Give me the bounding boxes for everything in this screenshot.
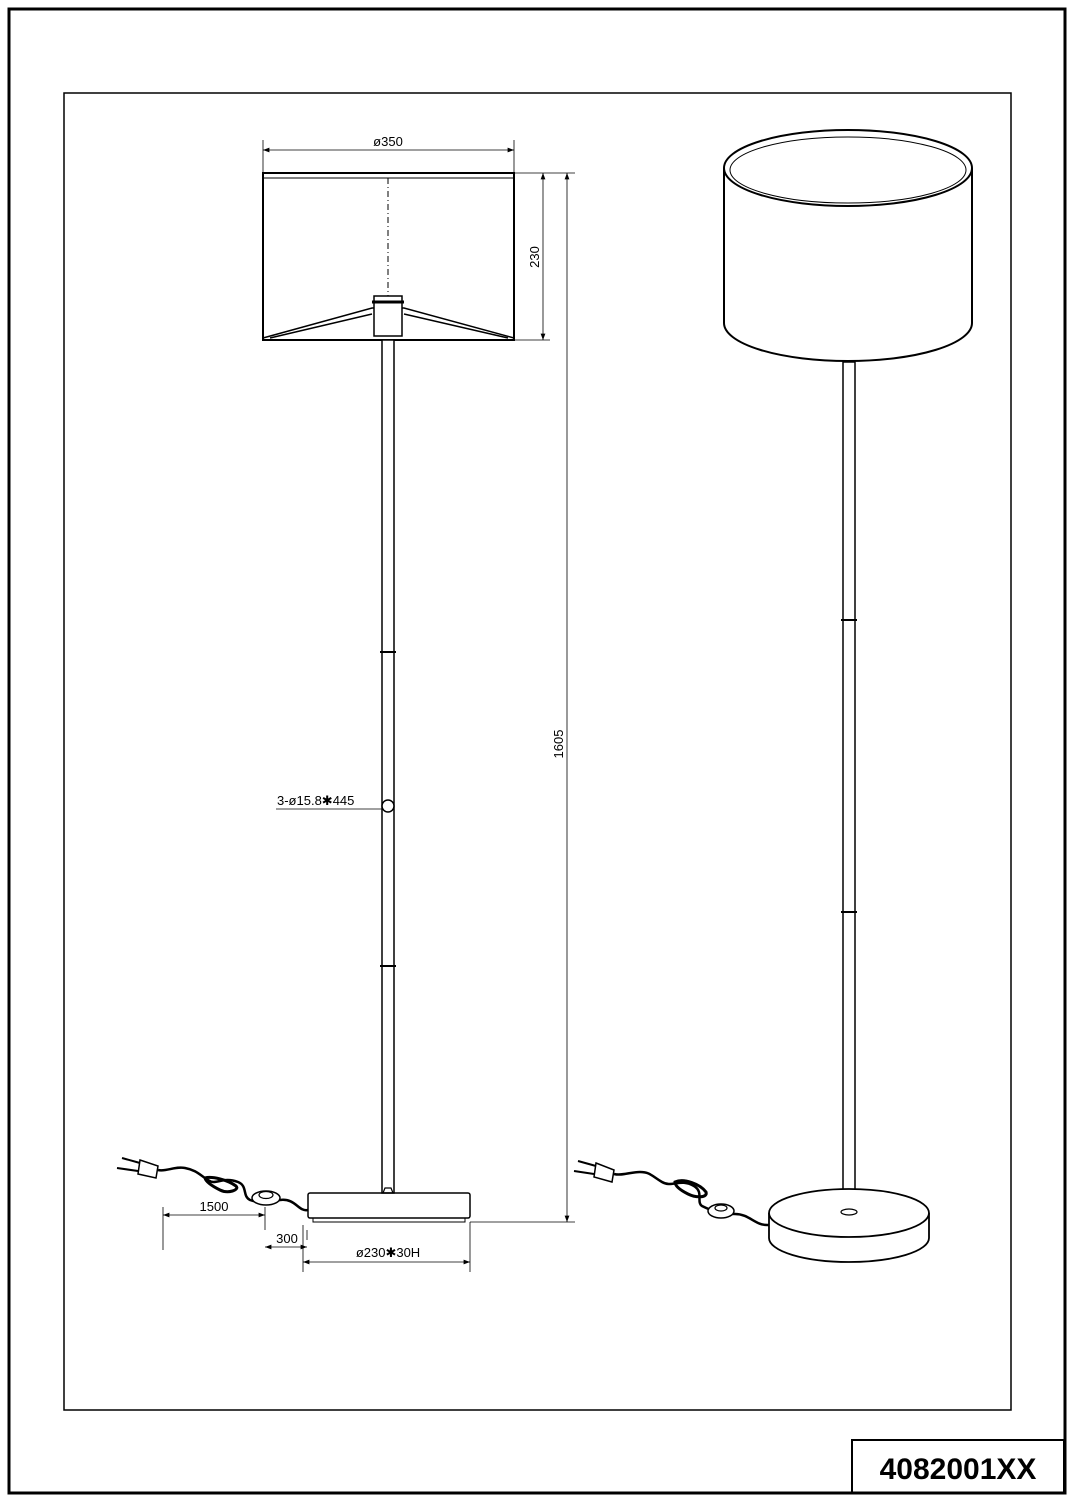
tube-spec-label: 3-ø15.8✱445 <box>277 793 354 808</box>
shade-height-label: 230 <box>527 246 542 268</box>
shade-diameter-label: ø350 <box>373 134 403 149</box>
switch-distance-label: 300 <box>276 1231 298 1246</box>
lamp-side-view <box>116 140 575 1272</box>
lamp-perspective-view <box>573 129 973 1263</box>
power-cable <box>613 1170 770 1227</box>
part-number: 4082001XX <box>880 1453 1037 1486</box>
base-spec-label: ø230✱30H <box>356 1245 420 1260</box>
pole <box>381 339 395 1194</box>
shade-bottom <box>723 322 973 362</box>
cable-length-label: 1500 <box>200 1199 229 1214</box>
outer-border <box>7 7 1067 1495</box>
pole <box>842 361 856 1215</box>
title-box <box>851 1439 1065 1494</box>
power-cable <box>157 1166 309 1212</box>
plug <box>137 1159 159 1179</box>
inner-frame <box>63 92 1012 1411</box>
plug <box>593 1161 615 1183</box>
base <box>307 1192 471 1219</box>
total-height-label: 1605 <box>551 730 566 759</box>
shade-top <box>723 129 973 207</box>
